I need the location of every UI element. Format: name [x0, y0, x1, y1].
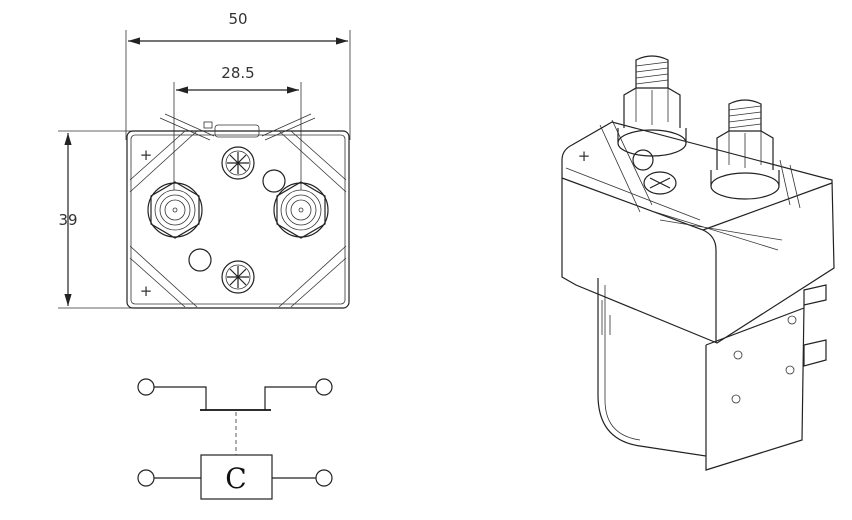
- iso-stud-left: [617, 55, 687, 157]
- screw-top: [221, 146, 255, 180]
- schematic-symbol: C: [137, 378, 333, 500]
- dimension-width-50: 50: [125, 10, 351, 140]
- hole-upper: [262, 169, 286, 193]
- top-view: + +: [126, 113, 350, 309]
- dimension-spacing-28-5: 28.5: [173, 64, 302, 190]
- hole-lower: [188, 248, 212, 272]
- dim-label-28-5: 28.5: [221, 64, 254, 82]
- iso-plus-mark: +: [578, 147, 591, 165]
- isometric-view: +: [561, 55, 835, 471]
- dim-label-50: 50: [228, 10, 247, 28]
- dim-label-39: 39: [58, 211, 77, 229]
- screw-bottom: [221, 260, 255, 294]
- plus-mark-top: +: [140, 146, 153, 164]
- iso-stud-right: [710, 99, 780, 200]
- iso-screw: [643, 171, 677, 195]
- terminal-left: [147, 181, 203, 239]
- terminal-right: [273, 181, 329, 239]
- coil-label: C: [225, 462, 246, 495]
- plus-mark-bottom: +: [140, 282, 153, 300]
- coil-box: [200, 454, 273, 500]
